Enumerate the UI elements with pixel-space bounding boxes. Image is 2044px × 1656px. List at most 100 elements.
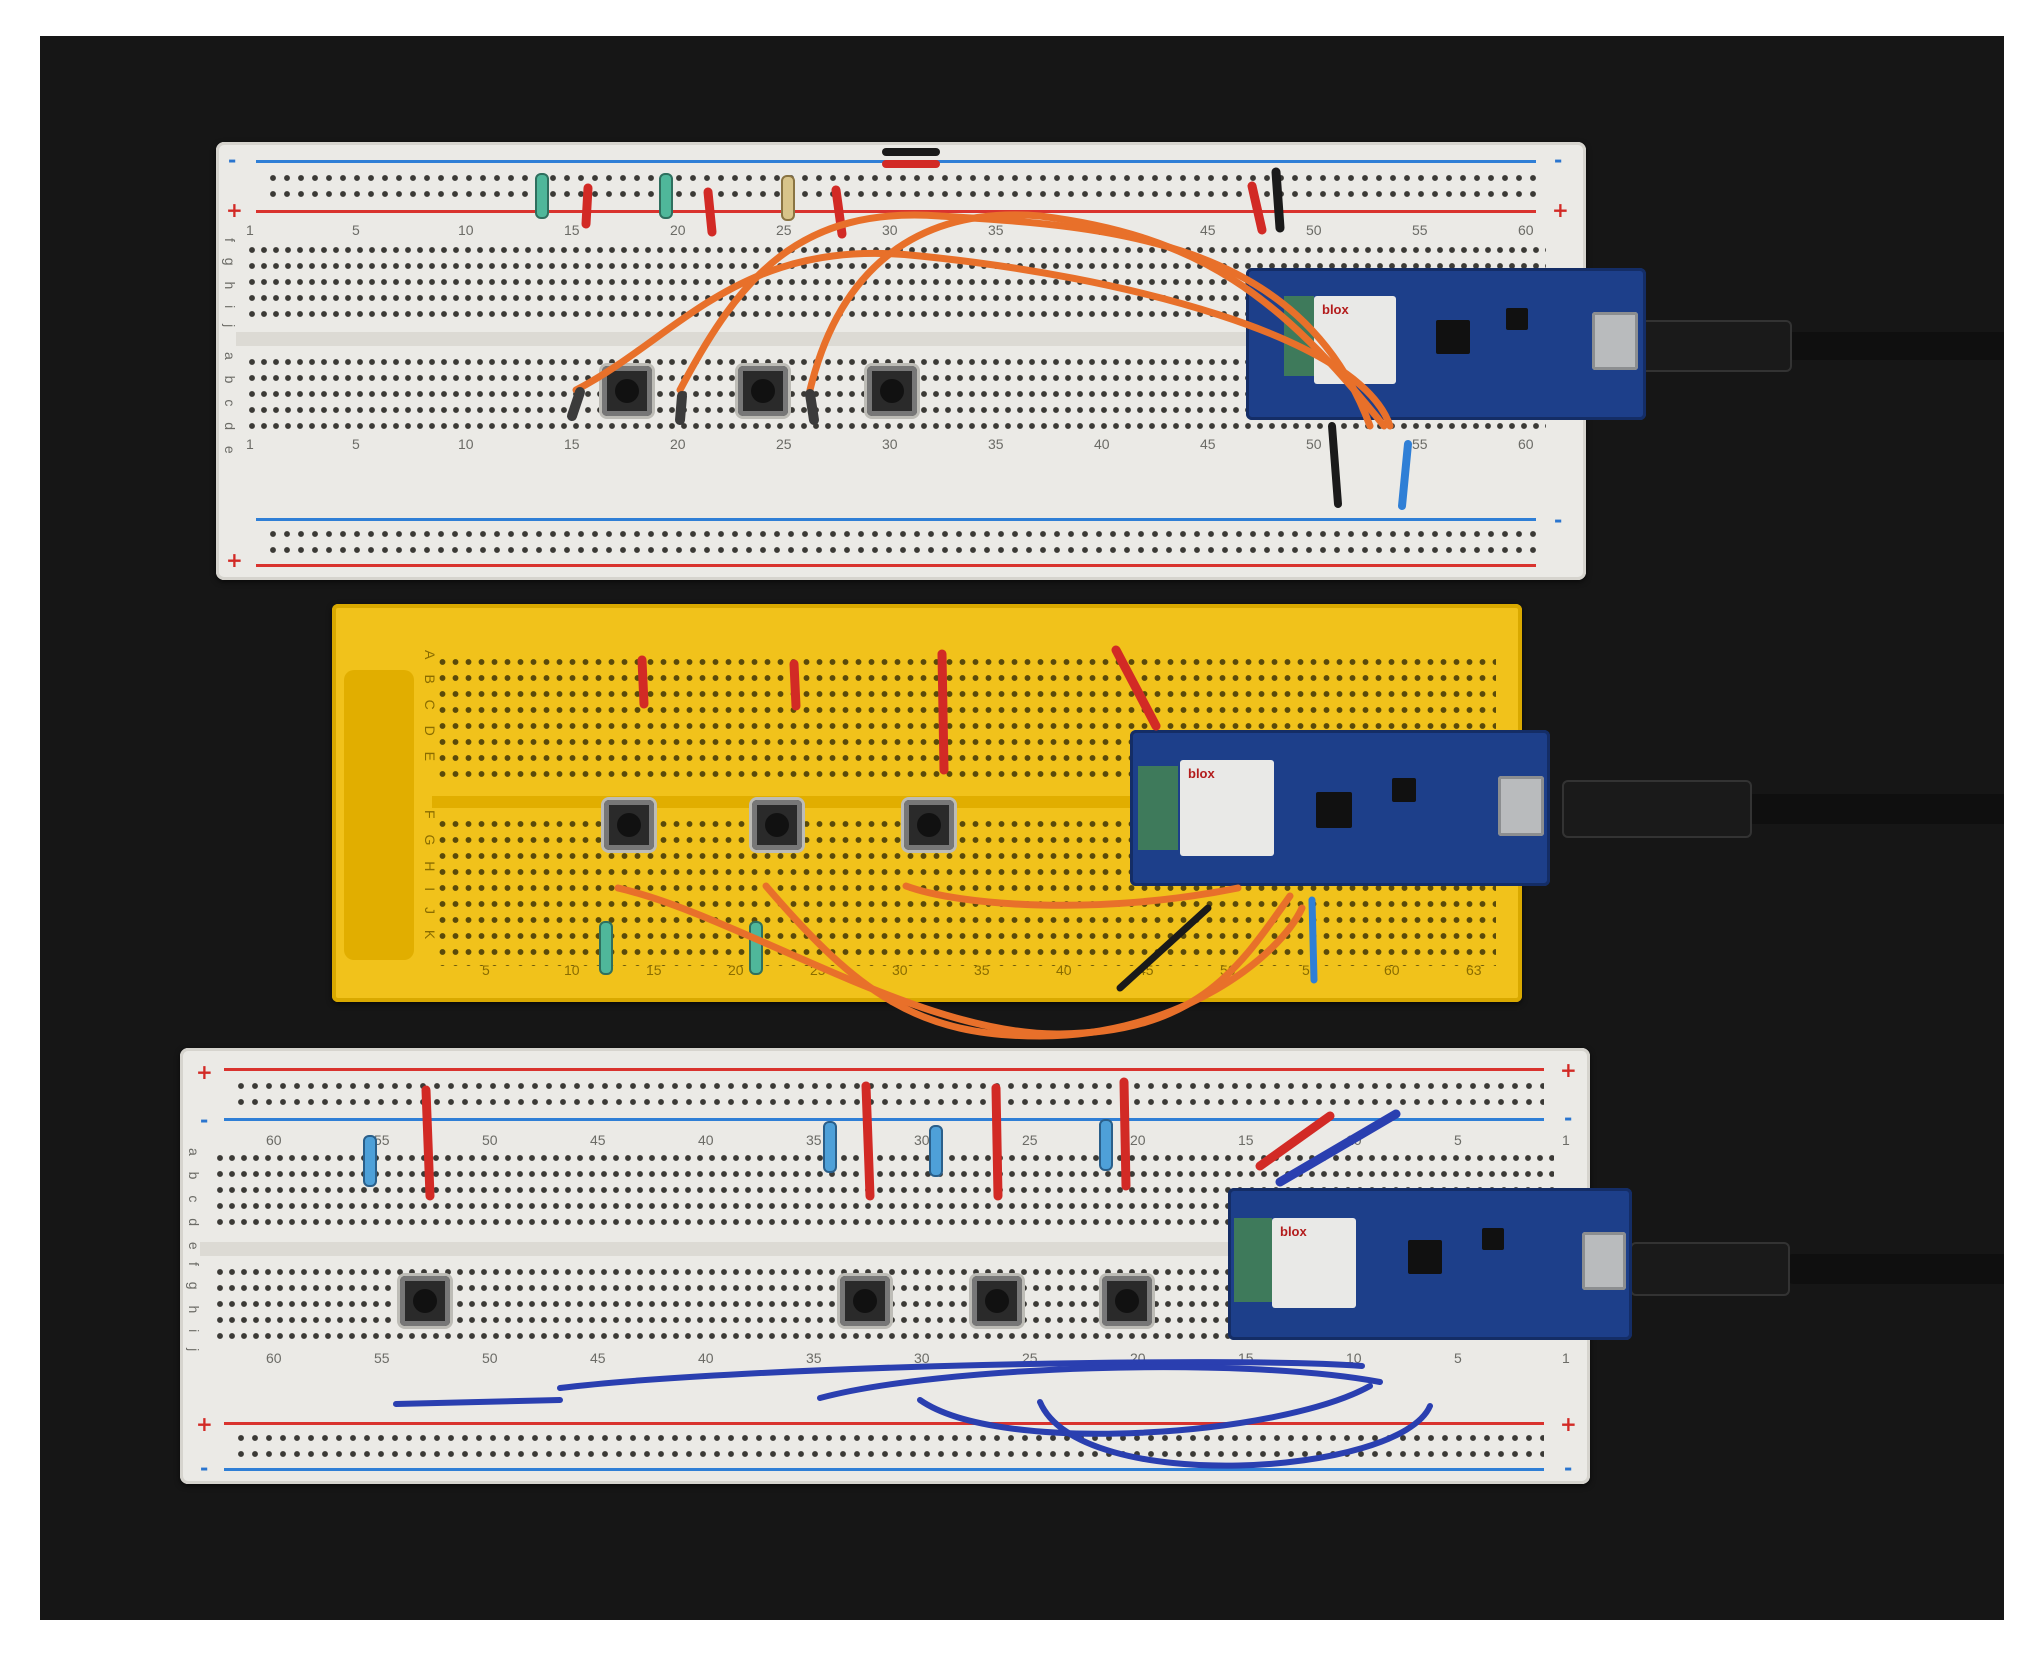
- wiring-overlay: [363, 148, 1433, 1469]
- top-resistors: [535, 173, 795, 221]
- blue-jumper: [1275, 1109, 1401, 1187]
- column-number: 30: [882, 436, 898, 452]
- bottom-rail-holes: [234, 1078, 1544, 1110]
- red-jumper: [703, 187, 717, 237]
- column-number: 1: [246, 436, 254, 452]
- column-number: 20: [728, 962, 744, 978]
- column-number: 50: [1306, 222, 1322, 238]
- arduino-nano-middle: blox: [1130, 730, 1550, 886]
- column-number: 10: [458, 436, 474, 452]
- column-number: 1: [246, 222, 254, 238]
- push-button: [840, 1276, 890, 1326]
- column-number: 40: [698, 1132, 714, 1148]
- usb-cable: [1740, 794, 2004, 824]
- column-number: 35: [988, 222, 1004, 238]
- orange-wire: [572, 249, 1394, 430]
- push-button: [738, 366, 788, 416]
- blue-jumper: [1398, 440, 1412, 510]
- black-jumper: [1271, 167, 1285, 233]
- label-recess: [344, 670, 414, 960]
- antenna: [1138, 766, 1178, 850]
- column-number: 35: [974, 962, 990, 978]
- red-jumper: [1247, 181, 1267, 235]
- middle-red-jumpers: [637, 645, 1161, 775]
- module-logo: blox: [1188, 766, 1215, 781]
- column-number: 10: [564, 962, 580, 978]
- minus-sign: -: [1564, 1456, 1573, 1480]
- column-number: 20: [670, 222, 686, 238]
- usb-plug: [1562, 780, 1752, 838]
- column-number: 20: [1130, 1132, 1146, 1148]
- column-number: 55: [1412, 436, 1428, 452]
- chip: [1392, 778, 1416, 802]
- column-number: 50: [482, 1132, 498, 1148]
- push-button: [602, 366, 652, 416]
- usb-cable: [1780, 332, 2004, 360]
- plus-sign: +: [1560, 1058, 1577, 1082]
- column-number: 20: [670, 436, 686, 452]
- column-number: 10: [458, 222, 474, 238]
- ble-module: blox: [1180, 760, 1274, 856]
- usb-plug: [1630, 1242, 1790, 1296]
- red-jumper: [861, 1081, 875, 1201]
- usb-port: [1582, 1232, 1626, 1290]
- module-logo: blox: [1322, 302, 1349, 317]
- column-number: 15: [564, 436, 580, 452]
- arduino-nano-bottom: blox: [1228, 1188, 1632, 1340]
- black-jumper: [675, 391, 687, 425]
- resistor: [929, 1125, 943, 1177]
- bottom-center-channel: [200, 1242, 1570, 1256]
- column-number: 40: [1056, 962, 1072, 978]
- push-button: [752, 800, 802, 850]
- column-number: 50: [1306, 436, 1322, 452]
- column-number: 30: [914, 1132, 930, 1148]
- bottom-lower-rail-blue: [224, 1468, 1544, 1471]
- minus-sign: -: [228, 148, 237, 172]
- column-number: 15: [1238, 1132, 1254, 1148]
- top-bottom-rail-holes: [266, 526, 1536, 558]
- column-number: 25: [776, 222, 792, 238]
- red-jumper: [581, 183, 593, 229]
- plus-sign: +: [1552, 198, 1569, 222]
- plus-sign: +: [226, 198, 243, 222]
- red-jumper: [637, 655, 649, 709]
- bottom-resistors: [363, 1119, 1113, 1187]
- top-bottom-rail-blue: [256, 518, 1536, 521]
- column-number: 55: [374, 1132, 390, 1148]
- blue-wire: [557, 1359, 1365, 1391]
- column-number: 15: [646, 962, 662, 978]
- bottom-lower-rail-red: [224, 1422, 1544, 1425]
- column-number: 45: [1200, 436, 1216, 452]
- column-number: 50: [482, 1350, 498, 1366]
- usb-port: [1498, 776, 1544, 836]
- resistor: [781, 175, 795, 221]
- ble-module: blox: [1314, 296, 1396, 384]
- bottom-rail-red: [224, 1068, 1544, 1071]
- resistor: [363, 1135, 377, 1187]
- row-letters: a b c d e: [186, 1148, 202, 1256]
- orange-wire: [676, 211, 1374, 430]
- column-number: 55: [1412, 222, 1428, 238]
- column-number: 45: [590, 1132, 606, 1148]
- resistor: [599, 921, 613, 975]
- resistor: [1099, 1119, 1113, 1171]
- row-letters: a b c d e: [222, 352, 238, 460]
- usb-cable: [1780, 1254, 2004, 1284]
- orange-wire: [902, 882, 1242, 909]
- plus-sign: +: [196, 1412, 213, 1436]
- minus-sign: -: [1554, 148, 1563, 172]
- top-center-channel: [236, 332, 1566, 346]
- bottom-red-jumpers: [421, 1077, 1401, 1201]
- column-number: 25: [776, 436, 792, 452]
- black-jumper: [567, 387, 585, 421]
- middle-orange-wires: [614, 882, 1306, 1040]
- minus-sign: -: [200, 1108, 209, 1132]
- column-number: 5: [352, 222, 360, 238]
- push-button: [904, 800, 954, 850]
- plus-sign: +: [226, 548, 243, 572]
- column-number: 60: [1518, 222, 1534, 238]
- module-logo: blox: [1280, 1224, 1307, 1239]
- blue-wire: [817, 1364, 1383, 1401]
- red-jumper: [1119, 1077, 1131, 1191]
